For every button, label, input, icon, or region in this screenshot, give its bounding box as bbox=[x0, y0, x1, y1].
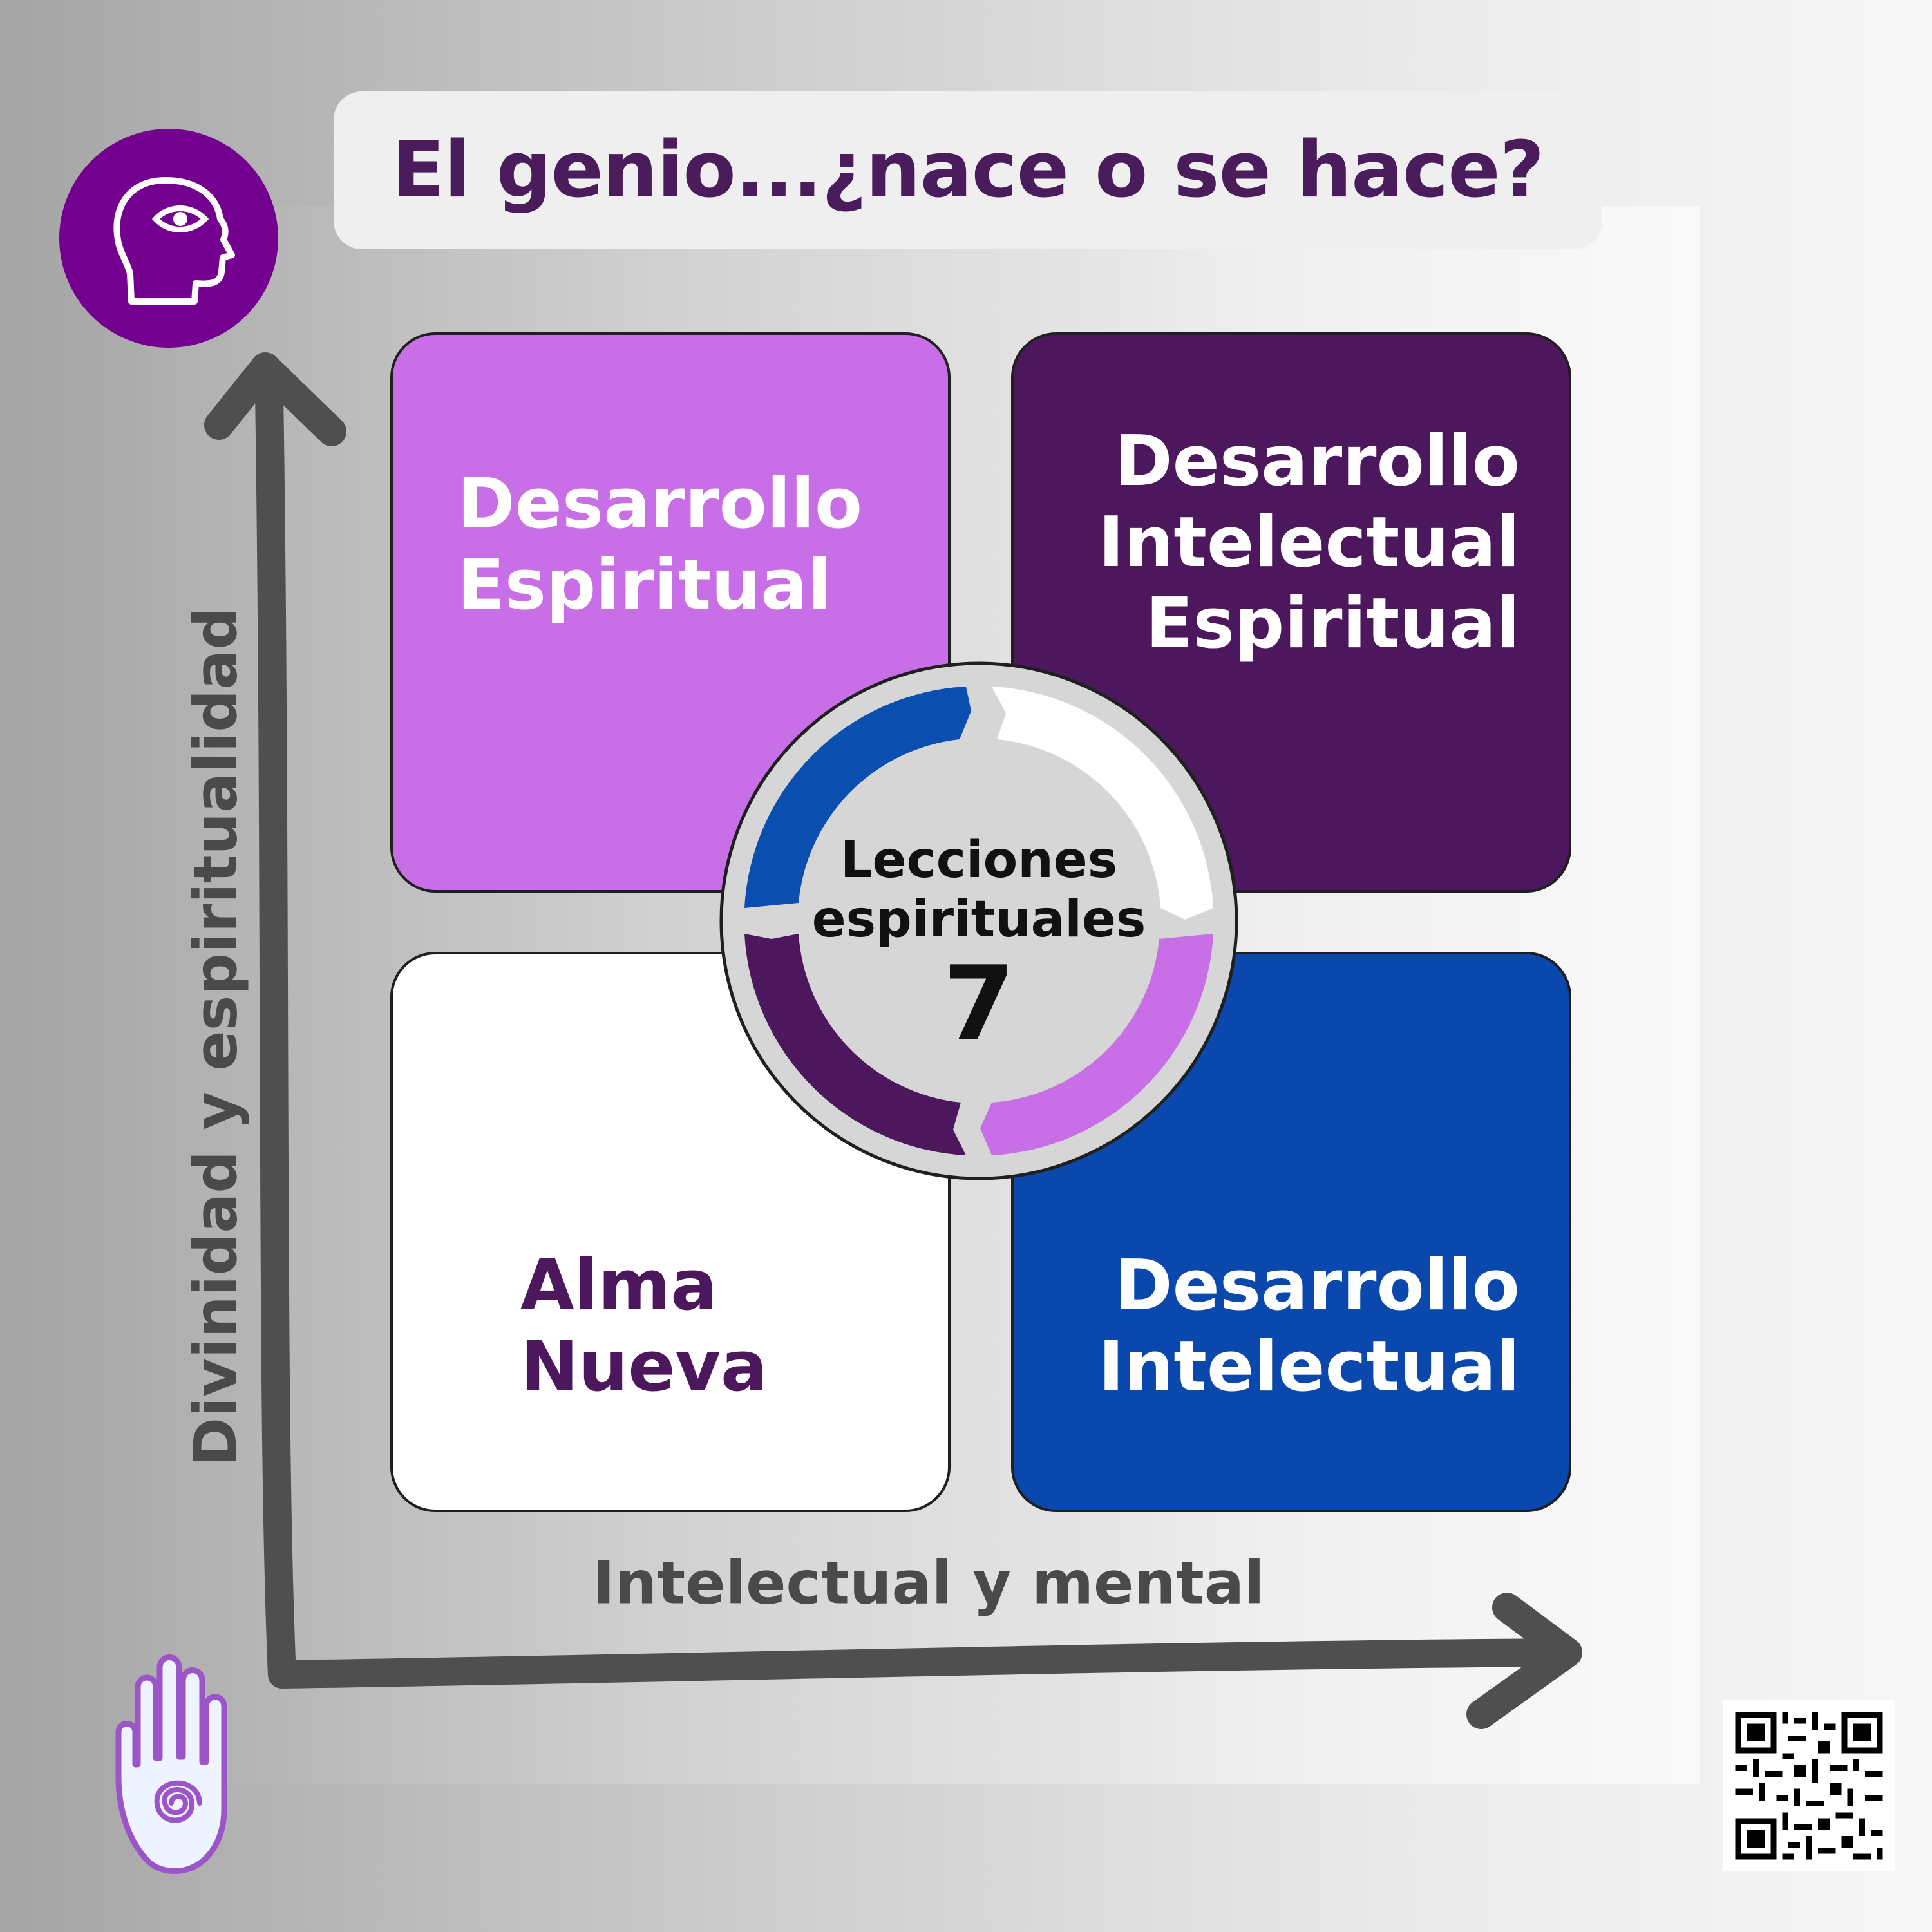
x-axis-label: Intelectual y mental bbox=[592, 1548, 1265, 1618]
y-axis-arrowhead bbox=[204, 352, 346, 446]
center-cycle bbox=[719, 661, 1238, 1180]
x-axis-line bbox=[268, 1638, 1579, 1689]
qr-code[interactable] bbox=[1723, 1700, 1895, 1871]
cycle-segment-blue bbox=[744, 687, 971, 908]
page-title: El genio...¿nace o se hace? bbox=[392, 126, 1545, 215]
cycle-segment-dark-purple bbox=[744, 934, 966, 1155]
center-line-2: espirituales bbox=[811, 891, 1146, 949]
quadrant-bottom-left-label: Alma Nueva bbox=[520, 1245, 768, 1407]
center-number: 7 bbox=[943, 943, 1015, 1064]
y-axis-label: Divinidad y espiritualidad bbox=[181, 607, 251, 1467]
x-axis-arrowhead bbox=[1466, 1593, 1582, 1729]
quadrant-top-right-label: Desarrollo Intelectual Espiritual bbox=[1098, 421, 1520, 664]
hand-spiral-icon bbox=[115, 1654, 227, 1874]
head-eye-icon bbox=[59, 129, 278, 348]
cycle-segment-white bbox=[992, 687, 1213, 920]
cycle-segment-light-purple bbox=[980, 934, 1213, 1155]
y-axis-line bbox=[255, 379, 296, 1689]
quadrant-top-left-label: Desarrollo Espiritual bbox=[457, 464, 863, 625]
title-box: El genio...¿nace o se hace? bbox=[334, 91, 1602, 249]
center-line-1: Lecciones bbox=[840, 831, 1118, 889]
center-label: Lecciones espirituales 7 bbox=[786, 831, 1172, 1059]
quadrant-bottom-right-label: Desarrollo Intelectual bbox=[1098, 1245, 1520, 1407]
